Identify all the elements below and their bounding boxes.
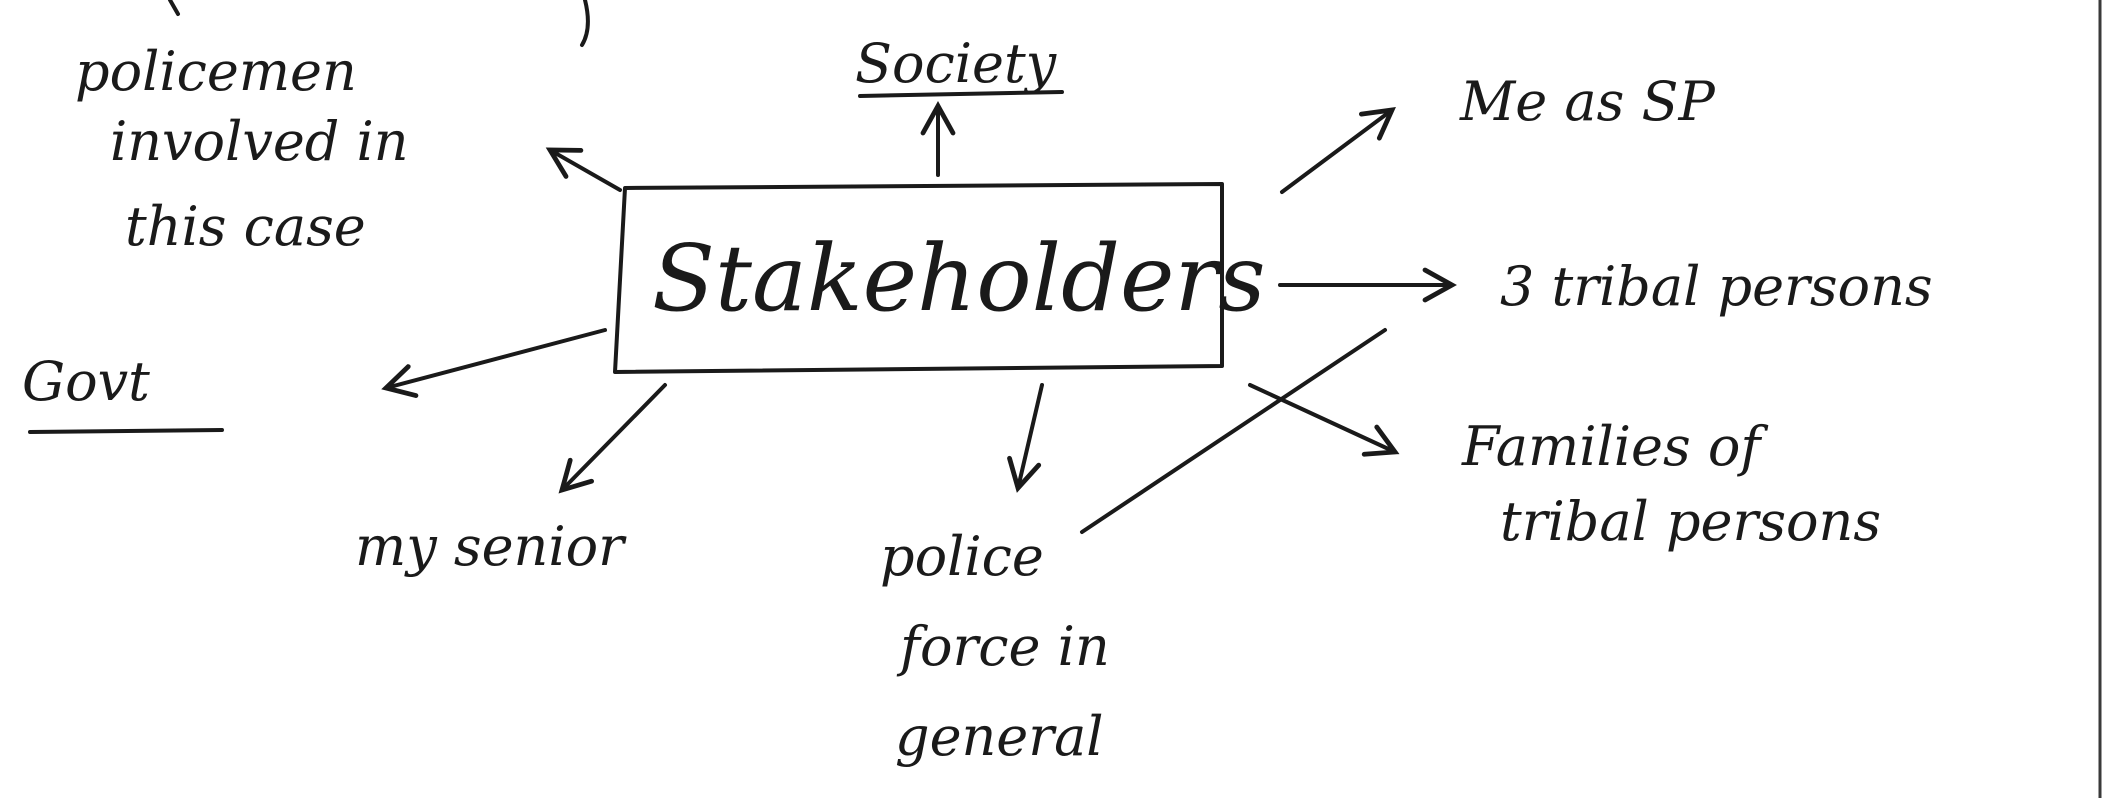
arrow-to-families <box>1248 383 1400 457</box>
center-box-border <box>613 182 1224 374</box>
node-policemen-line2: involved in <box>110 110 409 173</box>
link-tribal-to-police <box>1080 328 1387 534</box>
node-govt: Govt <box>22 350 150 413</box>
center-box: Stakeholders <box>613 182 1266 374</box>
connector-arrows <box>381 101 1457 534</box>
arrow-to-me-as-sp <box>1280 107 1396 194</box>
node-police-force-line1: police <box>880 525 1044 588</box>
node-police-force-line3: general <box>895 705 1104 768</box>
node-tribal-persons: 3 tribal persons <box>1500 255 1933 318</box>
node-society: Society <box>855 32 1058 95</box>
previous-line-remnant <box>168 0 590 47</box>
node-families-line2: tribal persons <box>1500 490 1881 553</box>
node-policemen-line3: this case <box>125 195 366 258</box>
arrow-to-govt <box>381 328 607 398</box>
node-policemen-line1: policemen <box>75 40 357 103</box>
society-underline <box>858 90 1064 98</box>
govt-underline <box>28 428 224 434</box>
node-police-force-line2: force in <box>896 615 1110 678</box>
arrow-to-policemen <box>545 147 622 192</box>
node-families-line1: Families of <box>1461 415 1768 478</box>
arrow-to-my-senior <box>558 383 667 494</box>
center-label: Stakeholders <box>652 225 1266 332</box>
node-me-as-sp: Me as SP <box>1459 70 1716 133</box>
arrow-to-police-force <box>1007 383 1044 493</box>
node-my-senior: my senior <box>355 515 627 578</box>
